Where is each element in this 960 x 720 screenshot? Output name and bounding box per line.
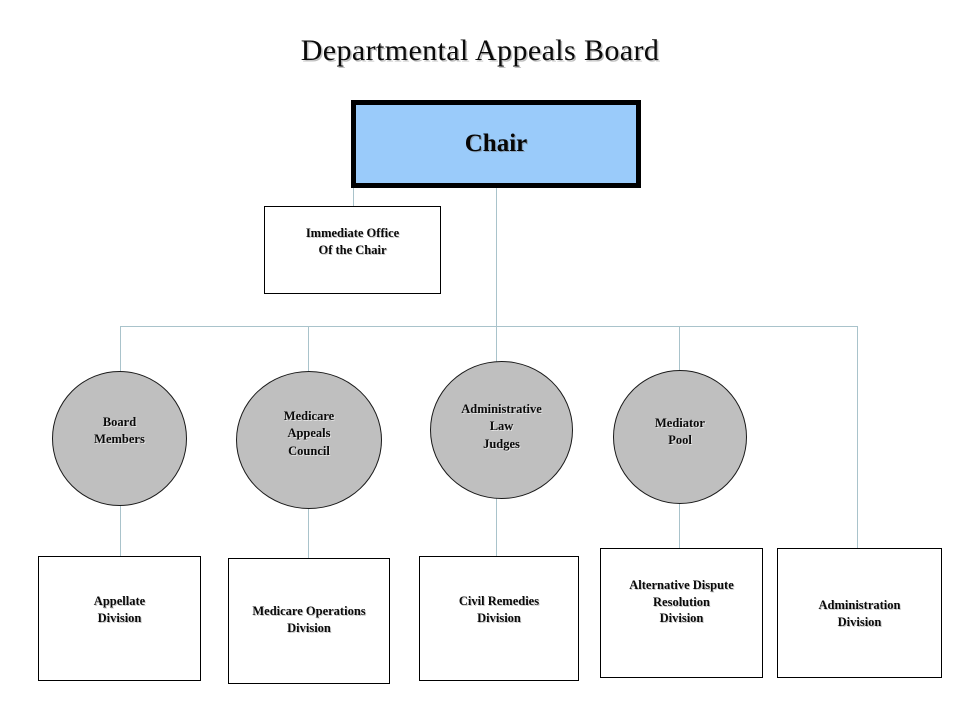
node-administration-division-line-2: Division bbox=[837, 614, 882, 629]
node-mediator-pool[interactable]: Mediator Pool bbox=[613, 370, 747, 504]
node-administration-division-label: Administration Division bbox=[778, 597, 941, 630]
node-alternative-dispute-resolution-division-label: Alternative Dispute Resolution Division bbox=[601, 577, 762, 627]
node-mediator-pool-label: Mediator Pool bbox=[614, 415, 746, 450]
connector-chair-trunk bbox=[496, 187, 497, 326]
connector-chair-to-immediate-office bbox=[353, 187, 354, 207]
node-administrative-law-judges-line-1: Administrative bbox=[461, 402, 542, 416]
node-civil-remedies-division-line-2: Division bbox=[477, 610, 521, 625]
node-civil-remedies-division-line-1: Civil Remedies bbox=[458, 594, 540, 608]
connector-bar-to-board-members bbox=[120, 326, 121, 374]
node-medicare-operations-division-line-2: Division bbox=[287, 620, 331, 635]
node-adr-division-line-3: Division bbox=[659, 611, 704, 625]
connector-mediator-pool-to-adr bbox=[679, 501, 680, 548]
connector-bar-to-mediator-pool bbox=[679, 326, 680, 372]
connector-board-members-to-appellate bbox=[120, 503, 121, 556]
node-mediator-pool-line-1: Mediator bbox=[655, 416, 705, 430]
node-appellate-division-line-1: Appellate bbox=[93, 594, 146, 608]
node-medicare-appeals-council-line-3: Council bbox=[288, 443, 330, 458]
node-administration-division[interactable]: Administration Division bbox=[777, 548, 942, 678]
node-adr-division-line-1: Alternative Dispute bbox=[629, 578, 734, 592]
node-board-members-line-1: Board bbox=[102, 415, 137, 429]
node-medicare-operations-division[interactable]: Medicare Operations Division bbox=[228, 558, 390, 684]
connector-alj-to-civil-remedies bbox=[496, 496, 497, 556]
node-medicare-appeals-council-line-1: Medicare bbox=[283, 409, 335, 423]
node-medicare-operations-division-line-1: Medicare Operations bbox=[252, 604, 366, 618]
node-immediate-office-of-the-chair[interactable]: Immediate Office Of the Chair bbox=[264, 206, 441, 294]
node-board-members-line-2: Members bbox=[94, 432, 145, 447]
node-appellate-division-line-2: Division bbox=[97, 610, 142, 625]
page-title: Departmental Appeals Board bbox=[300, 34, 660, 67]
node-administration-division-line-1: Administration bbox=[818, 598, 901, 612]
connector-bar-to-administration-division bbox=[857, 326, 858, 548]
node-administrative-law-judges[interactable]: Administrative Law Judges bbox=[430, 361, 573, 499]
node-administrative-law-judges-line-3: Judges bbox=[483, 436, 520, 451]
node-appellate-division-label: Appellate Division bbox=[39, 593, 200, 626]
node-civil-remedies-division[interactable]: Civil Remedies Division bbox=[419, 556, 579, 681]
node-medicare-appeals-council[interactable]: Medicare Appeals Council bbox=[236, 371, 382, 509]
node-adr-division-line-2: Resolution bbox=[653, 594, 710, 609]
connector-medicare-appeals-to-medicare-ops bbox=[308, 506, 309, 558]
node-medicare-appeals-council-line-2: Appeals bbox=[287, 426, 331, 441]
node-alternative-dispute-resolution-division[interactable]: Alternative Dispute Resolution Division bbox=[600, 548, 763, 678]
node-medicare-operations-division-label: Medicare Operations Division bbox=[229, 603, 389, 636]
connector-bar-to-alj bbox=[496, 326, 497, 364]
node-mediator-pool-line-2: Pool bbox=[668, 433, 692, 448]
connector-distribution-bar bbox=[120, 326, 858, 327]
node-administrative-law-judges-label: Administrative Law Judges bbox=[431, 401, 572, 453]
node-civil-remedies-division-label: Civil Remedies Division bbox=[420, 593, 578, 626]
node-appellate-division[interactable]: Appellate Division bbox=[38, 556, 201, 681]
node-board-members[interactable]: Board Members bbox=[52, 371, 187, 506]
node-chair-label: Chair bbox=[464, 130, 528, 157]
connector-bar-to-medicare-appeals bbox=[308, 326, 309, 374]
node-administrative-law-judges-line-2: Law bbox=[489, 419, 514, 434]
node-immediate-office-line-2: Of the Chair bbox=[318, 242, 387, 257]
node-medicare-appeals-council-label: Medicare Appeals Council bbox=[237, 408, 381, 460]
node-immediate-office-line-1: Immediate Office bbox=[305, 226, 400, 240]
node-immediate-office-label: Immediate Office Of the Chair bbox=[265, 225, 440, 258]
node-chair[interactable]: Chair bbox=[351, 100, 641, 188]
node-board-members-label: Board Members bbox=[53, 414, 186, 449]
